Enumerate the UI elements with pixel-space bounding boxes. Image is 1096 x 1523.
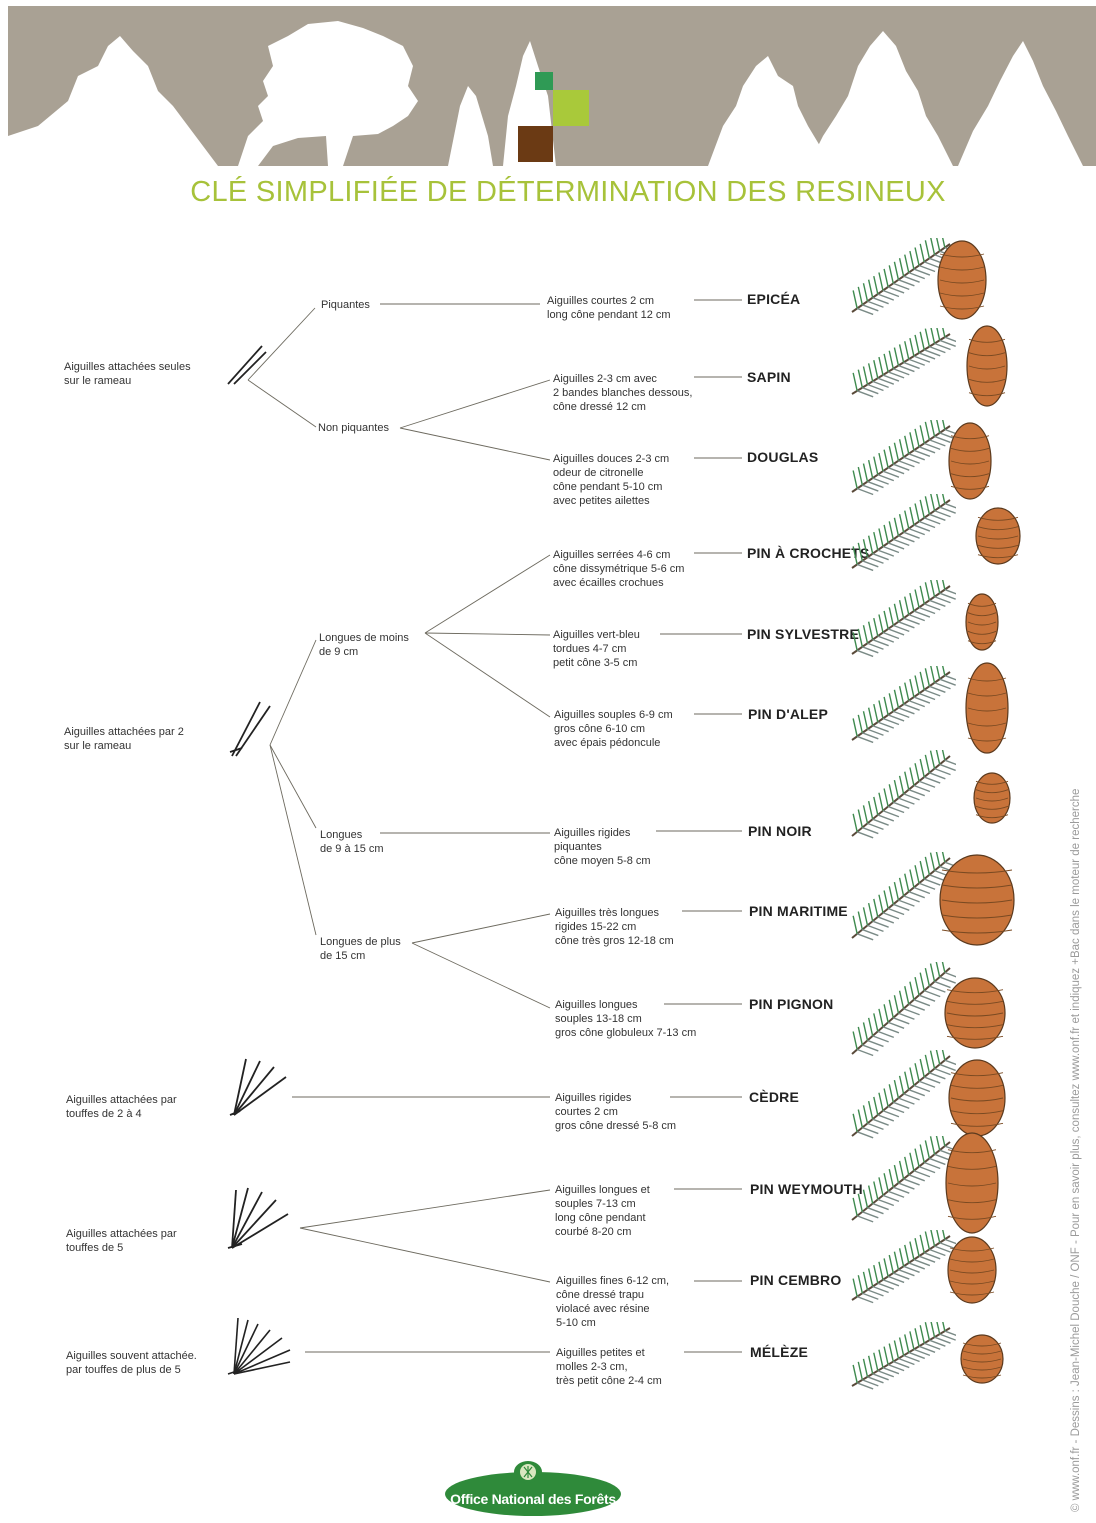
branch-non-piquantes: Non piquantes (318, 421, 389, 435)
desc-meleze: Aiguilles petites et molles 2-3 cm, très… (556, 1346, 662, 1388)
pin-crochets-branch-illustration (846, 494, 956, 574)
pin-d-alep-branch-illustration (846, 666, 956, 746)
desc-sapin: Aiguilles 2-3 cm avec 2 bandes blanches … (553, 372, 692, 414)
douglas-cone-illustration (947, 421, 993, 501)
side-credit-note: © www.onf.fr - Dessins : Jean-Michel Dou… (1070, 512, 1086, 1512)
species-pin-pignon: PIN PIGNON (749, 996, 833, 1012)
species-pin-noir: PIN NOIR (748, 823, 812, 839)
douglas-branch-illustration (846, 420, 956, 498)
species-cedre: CÈDRE (749, 1089, 799, 1105)
desc-pin-maritime: Aiguilles très longues rigides 15-22 cm … (555, 906, 674, 948)
m-l-ze-cone-illustration (959, 1333, 1005, 1385)
pin-d-alep-cone-illustration (964, 661, 1010, 755)
desc-pin-sylvestre: Aiguilles vert-bleu tordues 4-7 cm petit… (553, 628, 640, 670)
pin-weymouth-branch-illustration (846, 1136, 956, 1226)
category-tufts-many: Aiguilles souvent attachée. par touffes … (66, 1349, 197, 1377)
category-single: Aiguilles attachées seules sur le rameau (64, 360, 191, 388)
desc-epicea: Aiguilles courtes 2 cm long cône pendant… (547, 294, 671, 322)
pin-cembro-branch-illustration (846, 1230, 956, 1306)
single-needle-icon (222, 342, 270, 390)
m-l-ze-branch-illustration (846, 1322, 956, 1392)
pin-pignon-cone-illustration (943, 976, 1007, 1050)
desc-pin-alep: Aiguilles souples 6-9 cm gros cône 6-10 … (554, 708, 673, 750)
pin-crochets-cone-illustration (974, 506, 1022, 566)
pin-maritime-cone-illustration (938, 853, 1016, 947)
species-epicea: EPICÉA (747, 291, 800, 307)
species-pin-sylvestre: PIN SYLVESTRE (747, 626, 859, 642)
logo-text: Office National des Forêts (448, 1491, 618, 1507)
pin-noir-branch-illustration (846, 750, 956, 842)
needle-tuft-2-4-icon (226, 1055, 290, 1121)
pin-sylvestre-branch-illustration (846, 580, 956, 660)
species-meleze: MÉLÈZE (750, 1344, 808, 1360)
onf-logo (440, 1458, 626, 1520)
species-sapin: SAPIN (747, 369, 791, 385)
category-tufts-2-4: Aiguilles attachées par touffes de 2 à 4 (66, 1093, 177, 1121)
desc-pin-crochets: Aiguilles serrées 4-6 cm cône dissymétri… (553, 548, 684, 590)
c-dre-cone-illustration (947, 1058, 1007, 1138)
branch-piquantes: Piquantes (321, 298, 370, 312)
c-dre-branch-illustration (846, 1050, 956, 1142)
species-pin-cembro: PIN CEMBRO (750, 1272, 841, 1288)
epic-a-cone-illustration (936, 239, 988, 321)
desc-pin-noir: Aiguilles rigides piquantes cône moyen 5… (554, 826, 651, 868)
needle-tuft-many-icon (224, 1314, 296, 1380)
desc-cedre: Aiguilles rigides courtes 2 cm gros cône… (555, 1091, 676, 1133)
desc-pin-pignon: Aiguilles longues souples 13-18 cm gros … (555, 998, 696, 1040)
pin-cembro-cone-illustration (946, 1235, 998, 1305)
sapin-cone-illustration (965, 324, 1009, 408)
needle-tuft-5-icon (224, 1186, 292, 1256)
branch-longues-plus-15: Longues de plus de 15 cm (320, 935, 401, 963)
desc-pin-weymouth: Aiguilles longues et souples 7-13 cm lon… (555, 1183, 650, 1239)
desc-douglas: Aiguilles douces 2-3 cm odeur de citrone… (553, 452, 669, 508)
category-tufts-5: Aiguilles attachées par touffes de 5 (66, 1227, 177, 1255)
branch-longues-9-15: Longues de 9 à 15 cm (320, 828, 384, 856)
pin-weymouth-cone-illustration (944, 1131, 1000, 1235)
desc-pin-cembro: Aiguilles fines 6-12 cm, cône dressé tra… (556, 1274, 669, 1330)
category-pairs: Aiguilles attachées par 2 sur le rameau (64, 725, 184, 753)
species-pin-maritime: PIN MARITIME (749, 903, 848, 919)
pin-noir-cone-illustration (972, 771, 1012, 825)
pin-sylvestre-cone-illustration (964, 592, 1000, 652)
species-douglas: DOUGLAS (747, 449, 818, 465)
pin-pignon-branch-illustration (846, 962, 956, 1060)
needle-pair-icon (226, 698, 276, 762)
species-pin-alep: PIN D'ALEP (748, 706, 828, 722)
sapin-branch-illustration (846, 328, 956, 400)
branch-longues-moins-9: Longues de moins de 9 cm (319, 631, 409, 659)
